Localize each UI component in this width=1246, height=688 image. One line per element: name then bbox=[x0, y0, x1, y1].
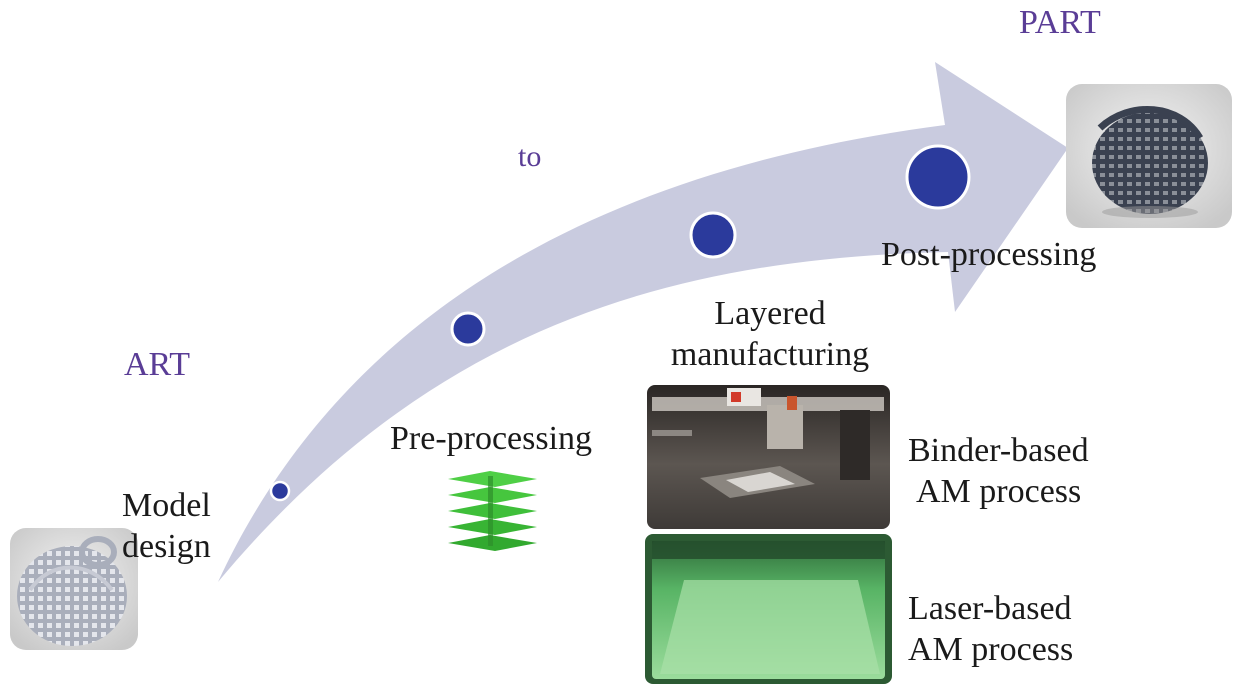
process-flow-arrow bbox=[218, 62, 1068, 582]
binder-process-line-2: AM process bbox=[916, 473, 1082, 511]
laser-process-line-1: Laser-based bbox=[908, 590, 1072, 627]
layered-manufacturing-line-2: manufacturing bbox=[670, 336, 870, 374]
binder-jetting-machine-photo bbox=[647, 385, 890, 529]
post-processing-label: Post-processing bbox=[881, 236, 1097, 273]
binder-process-label: Binder-based AM process bbox=[908, 430, 1089, 513]
model-design-line-2: design bbox=[122, 528, 211, 566]
laser-sintering-chamber-photo bbox=[645, 534, 892, 684]
model-design-line-1: Model bbox=[122, 487, 211, 524]
lattice-sphere-model-icon bbox=[10, 528, 138, 650]
stage-dot-model-design bbox=[269, 480, 291, 502]
pre-processing-label: Pre-processing bbox=[390, 420, 593, 457]
stage-dot-pre-processing bbox=[450, 311, 486, 347]
binder-process-line-1: Binder-based bbox=[908, 432, 1089, 469]
model-design-label: Model design bbox=[122, 485, 211, 568]
part-label: PART bbox=[1019, 4, 1101, 41]
layered-manufacturing-line-1: Layered bbox=[714, 295, 826, 332]
printed-lattice-part-icon bbox=[1066, 84, 1232, 228]
stage-dot-layered-manufacturing bbox=[689, 211, 737, 259]
layered-manufacturing-label: Layered manufacturing bbox=[662, 293, 878, 376]
laser-process-label: Laser-based AM process bbox=[908, 588, 1073, 671]
laser-process-line-2: AM process bbox=[908, 631, 1074, 669]
sliced-layers-icon bbox=[448, 471, 537, 551]
art-label: ART bbox=[124, 346, 190, 383]
to-label: to bbox=[518, 140, 542, 173]
stage-dot-post-processing bbox=[905, 144, 971, 210]
